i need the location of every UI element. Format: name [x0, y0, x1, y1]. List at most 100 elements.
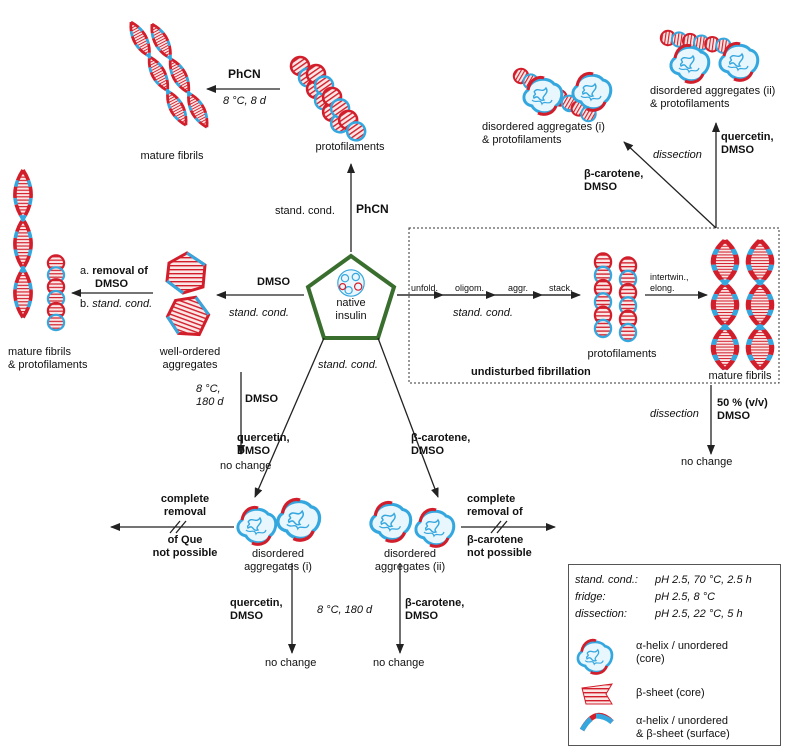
intertwin-1: intertwin., — [650, 272, 689, 282]
arrow-down-carotene — [377, 337, 439, 498]
bottom-dis-i-1: disordered — [252, 548, 304, 560]
bottom-cond: stand. cond. — [318, 359, 378, 371]
option-a-line2: DMSO — [95, 278, 128, 290]
top-cond-2: 8 °C, 8 d — [223, 95, 266, 107]
bottom-bc-1: β-carotene, — [411, 432, 471, 444]
fibrillation-mature: mature fibrils — [708, 370, 772, 382]
bottom-bc2-2: DMSO — [405, 610, 438, 622]
rem-q-4: not possible — [152, 547, 218, 559]
legend-surface-2: & β-sheet (surface) — [636, 728, 730, 740]
step-aggr: aggr. — [508, 283, 529, 293]
step-stack: stack. — [549, 283, 573, 293]
disordered-aggregate-ii — [369, 500, 413, 543]
legend-sheet: β-sheet (core) — [636, 687, 705, 699]
upper-dis-i-1: disordered aggregates (i) — [482, 121, 605, 133]
native-label-1: native — [336, 297, 366, 309]
left-product-2: & protofilaments — [8, 359, 88, 371]
upper-bc-2: DMSO — [584, 181, 617, 193]
upper-q-2: DMSO — [721, 144, 754, 156]
fibrillation-dmso-2: DMSO — [717, 410, 750, 422]
arrow-to-dis-i-upper — [623, 141, 717, 229]
bottom-no-change-ii: no change — [373, 657, 425, 669]
fibrillation-title: undisturbed fibrillation — [471, 366, 591, 378]
top-cond: stand. cond. — [275, 205, 335, 217]
upper-bc-1: β-carotene, — [584, 168, 644, 180]
fibrillation-protofilaments: protofilaments — [587, 348, 657, 360]
bottom-q2-1: quercetin, — [230, 597, 283, 609]
bottom-q2-2: DMSO — [230, 610, 263, 622]
bottom-dis-ii-1: disordered — [384, 548, 436, 560]
upper-dis-ii-1: disordered aggregates (ii) — [650, 85, 776, 97]
bottom-q-2: DMSO — [237, 445, 270, 457]
top-agent: PhCN — [356, 202, 389, 216]
bottom-dis-i-2: aggregates (i) — [244, 561, 312, 573]
rem-b-3: β-carotene — [467, 534, 524, 546]
bottom-q-1: quercetin, — [237, 432, 290, 444]
upper-dis-ii-2: & protofilaments — [650, 98, 730, 110]
well-ordered-aggregate — [165, 251, 207, 295]
break-mark-left — [169, 520, 187, 534]
bottom-dis-ii-2: aggregates (ii) — [374, 561, 446, 573]
upper-disordered-ii — [669, 43, 711, 84]
fibrillation-no-change: no change — [681, 456, 733, 468]
intertwin-2: elong. — [650, 283, 675, 293]
bottom-bc2-1: β-carotene, — [405, 597, 465, 609]
center-mature-fibrils — [713, 240, 736, 370]
upper-dissection: dissection — [653, 149, 702, 161]
fibrillation-frame — [408, 227, 780, 384]
legend-sheet-icon — [581, 683, 613, 705]
arrow-down-quercetin — [254, 337, 325, 498]
top-mature-label: mature fibrils — [140, 150, 204, 162]
upper-q-1: quercetin, — [721, 131, 774, 143]
left-product-1: mature fibrils — [8, 346, 71, 358]
bottom-bc-2: DMSO — [411, 445, 444, 457]
rem-b-2: removal of — [467, 506, 523, 518]
option-a: a. removal of — [80, 265, 148, 277]
fridge-cond-2: 180 d — [196, 396, 224, 408]
legend-key-dissection: dissection: — [575, 608, 627, 620]
legend-val-stand: pH 2.5, 70 °C, 2.5 h — [655, 574, 752, 586]
left-mature-fibril — [13, 168, 33, 320]
left-cond: stand. cond. — [229, 307, 289, 319]
upper-disordered-i — [522, 75, 564, 116]
left-agent: DMSO — [257, 276, 290, 288]
step-unfold: unfold. — [411, 283, 439, 293]
legend-val-dissection: pH 2.5, 22 °C, 5 h — [655, 608, 743, 620]
left-protofilament — [46, 254, 66, 332]
left-no-change: no change — [220, 460, 272, 472]
fridge-agent: DMSO — [245, 393, 278, 405]
rem-q-1: complete — [160, 493, 210, 505]
native-label-2: insulin — [335, 310, 367, 322]
rem-b-4: not possible — [467, 547, 532, 559]
upper-dis-i-2: & protofilaments — [482, 134, 562, 146]
aggregates-label-2: aggregates — [162, 359, 218, 371]
legend-helix-1: α-helix / unordered — [636, 640, 728, 652]
aggregates-label-1: well-ordered — [159, 346, 221, 358]
center-protofilaments — [593, 252, 613, 339]
disordered-aggregate-i — [236, 505, 278, 546]
legend-key-fridge: fridge: — [575, 591, 606, 603]
option-b: b. stand. cond. — [80, 298, 153, 310]
legend-surface-1: α-helix / unordered — [636, 715, 728, 727]
legend-val-fridge: pH 2.5, 8 °C — [655, 591, 716, 603]
legend-key-stand: stand. cond.: — [575, 574, 638, 586]
native-insulin-icon — [337, 269, 365, 297]
fridge-cond-1: 8 °C, — [196, 383, 221, 395]
bottom-fridge: 8 °C, 180 d — [317, 604, 373, 616]
native-insulin-pentagon — [305, 253, 397, 340]
fibrillation-cond: stand. cond. — [453, 307, 513, 319]
legend-surface-icon — [579, 712, 614, 732]
break-mark-right — [490, 520, 508, 534]
step-oligom: oligom. — [455, 283, 485, 293]
legend-box — [568, 564, 781, 746]
rem-q-2: removal — [163, 506, 207, 518]
fibrillation-dmso-1: 50 % (v/v) — [717, 397, 768, 409]
legend-helix-2: (core) — [636, 653, 665, 665]
bottom-no-change-i: no change — [265, 657, 317, 669]
top-agent-2: PhCN — [228, 67, 261, 81]
fibrillation-dissection: dissection — [650, 408, 699, 420]
rem-b-1: complete — [467, 493, 516, 505]
top-protofilaments-label: protofilaments — [315, 141, 385, 153]
rem-q-3: of Que — [167, 534, 203, 546]
